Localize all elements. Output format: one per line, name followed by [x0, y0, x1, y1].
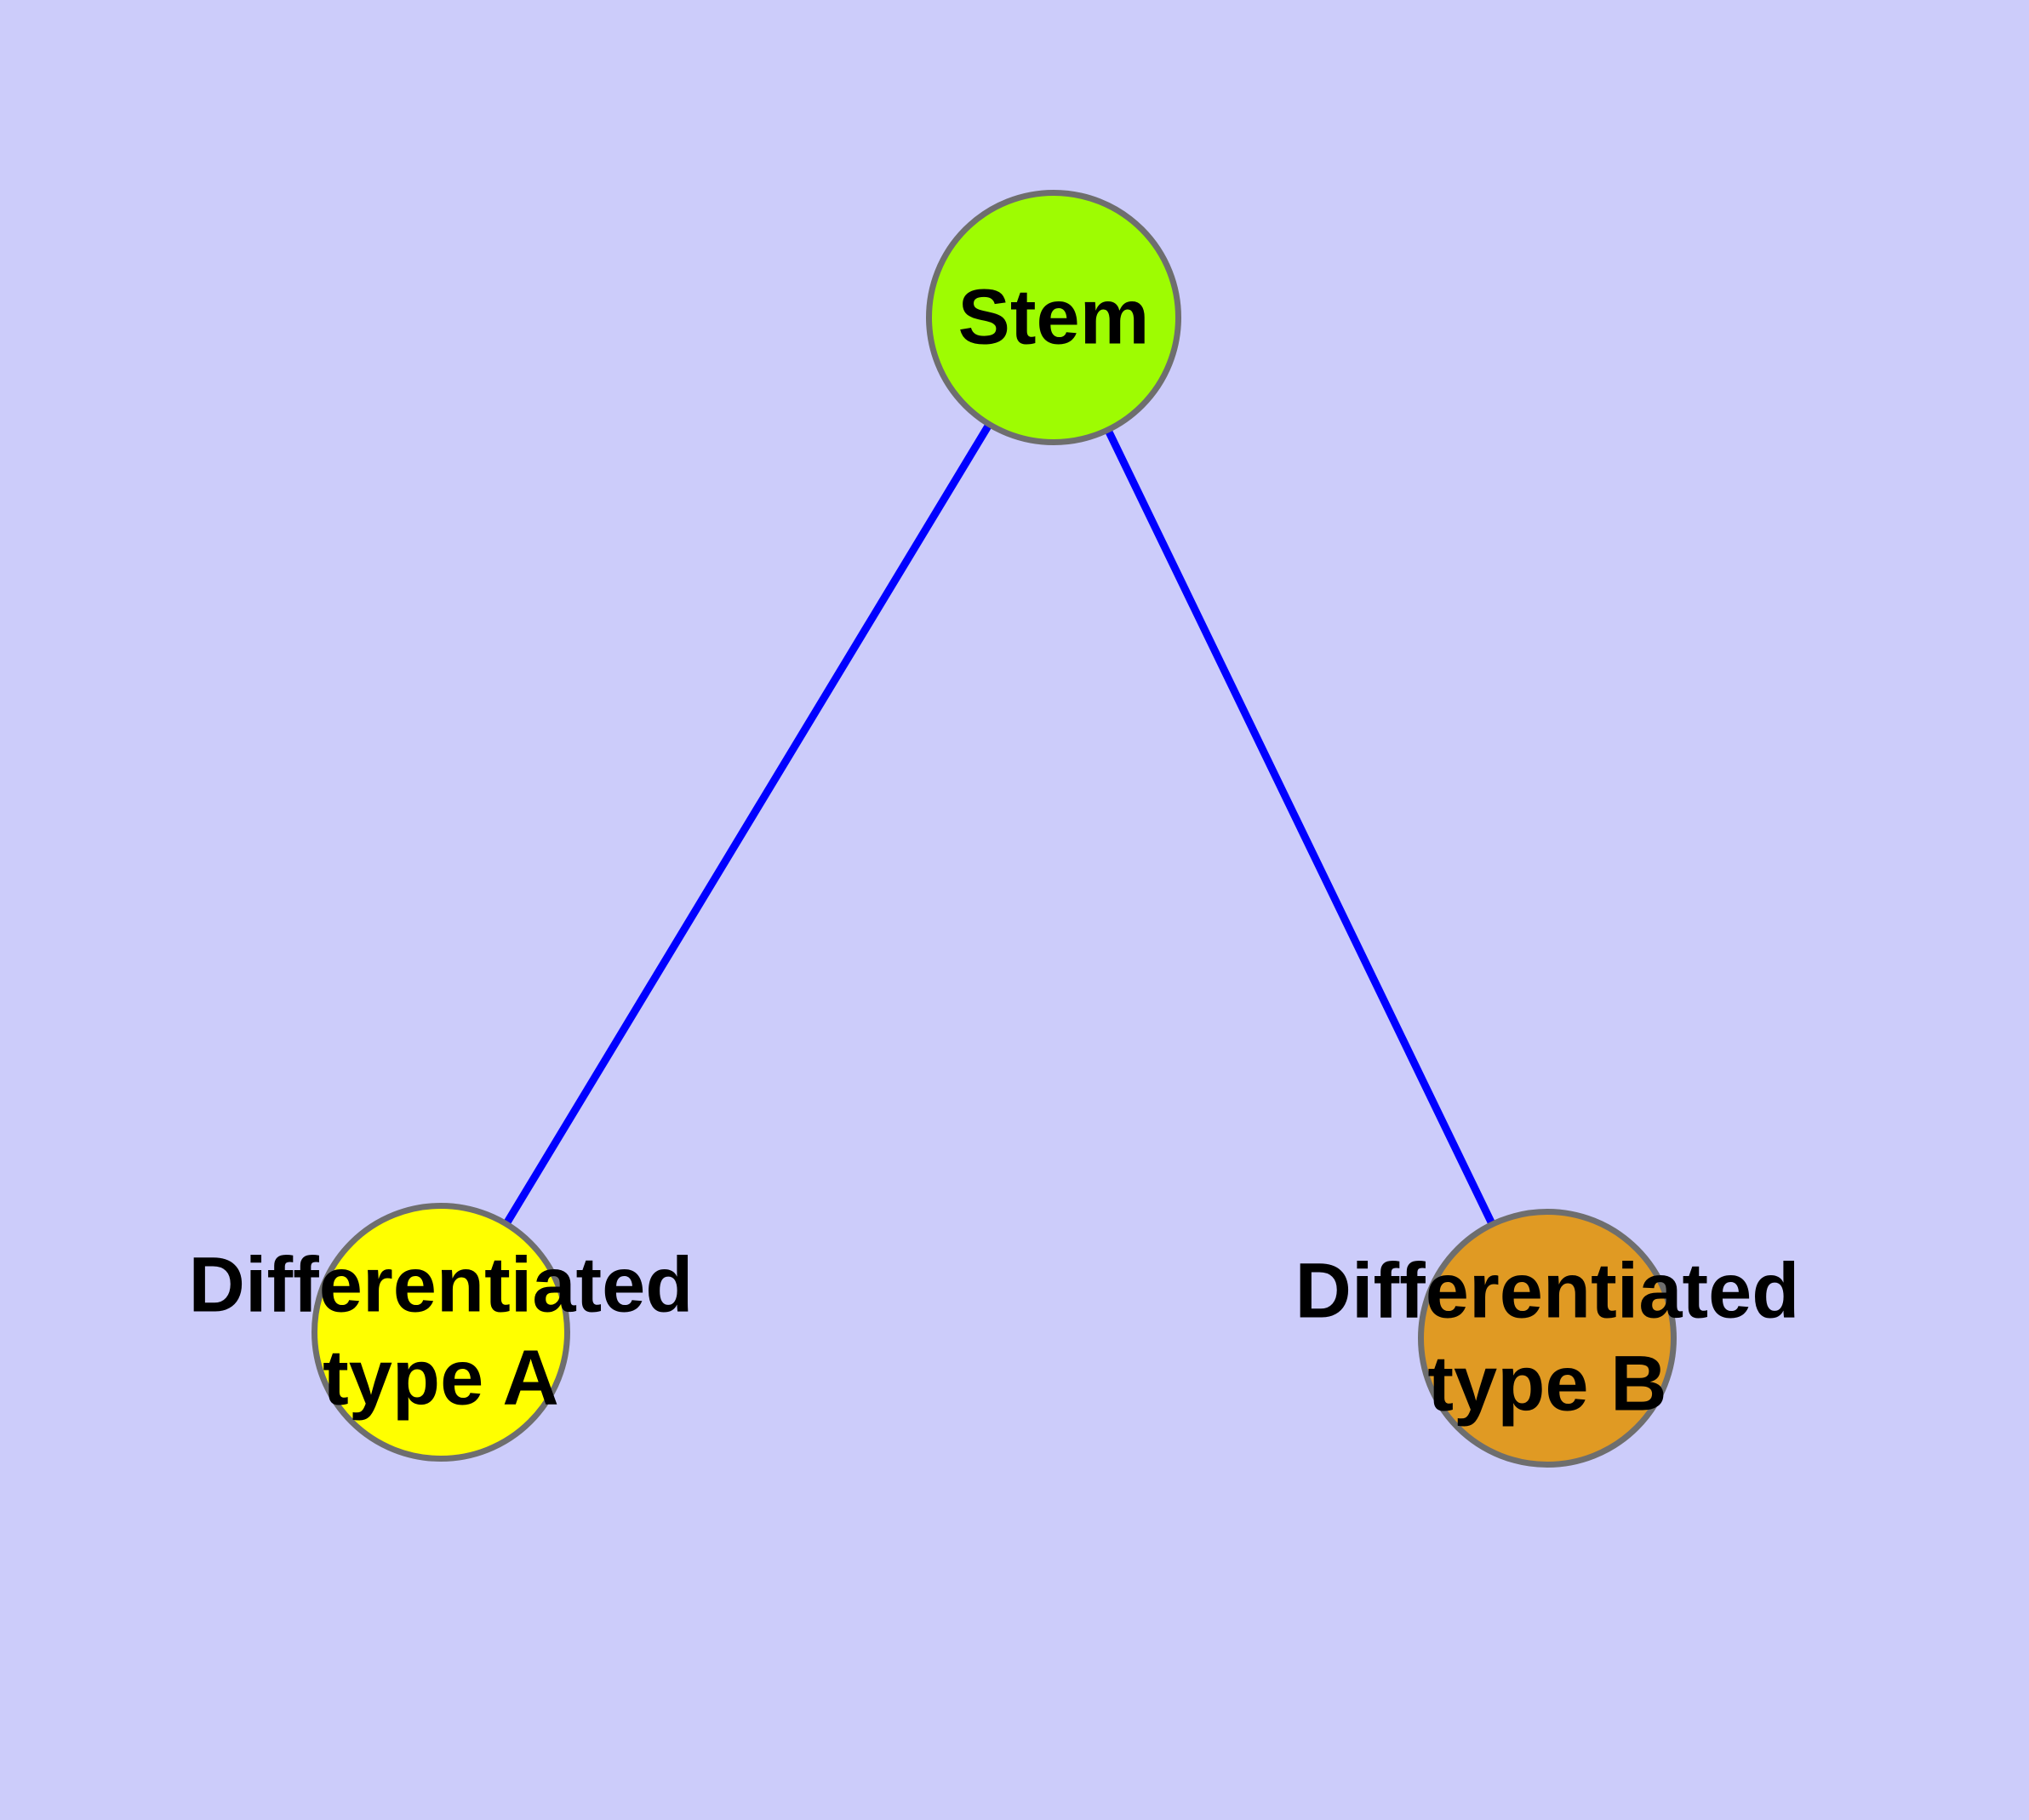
edge-stem-to-differentiated-type-b[interactable]	[1049, 316, 1552, 1340]
node-label-differentiated-type-b-line1: Differentiated	[1295, 1247, 1800, 1334]
node-label-differentiated-type-b-line2: type B	[1427, 1340, 1666, 1427]
node-differentiated-type-b[interactable]: Differentiated type B	[1295, 1209, 1800, 1468]
node-label-differentiated-type-a-line1: Differentiated	[189, 1241, 694, 1328]
node-label-differentiated-type-a-line2: type A	[323, 1334, 559, 1421]
node-differentiated-type-a[interactable]: Differentiated type A	[189, 1203, 694, 1462]
node-circle-stem[interactable]	[926, 190, 1181, 445]
edge-layer	[437, 315, 1552, 1340]
node-circle-differentiated-type-a[interactable]	[311, 1203, 570, 1462]
edge-stem-to-differentiated-type-a[interactable]	[437, 315, 1057, 1335]
node-label-stem: Stem	[958, 273, 1150, 360]
node-stem[interactable]: Stem	[926, 190, 1181, 445]
node-layer: Stem Differentiated type A Differentiate…	[189, 190, 1800, 1468]
node-circle-differentiated-type-b[interactable]	[1418, 1209, 1677, 1468]
